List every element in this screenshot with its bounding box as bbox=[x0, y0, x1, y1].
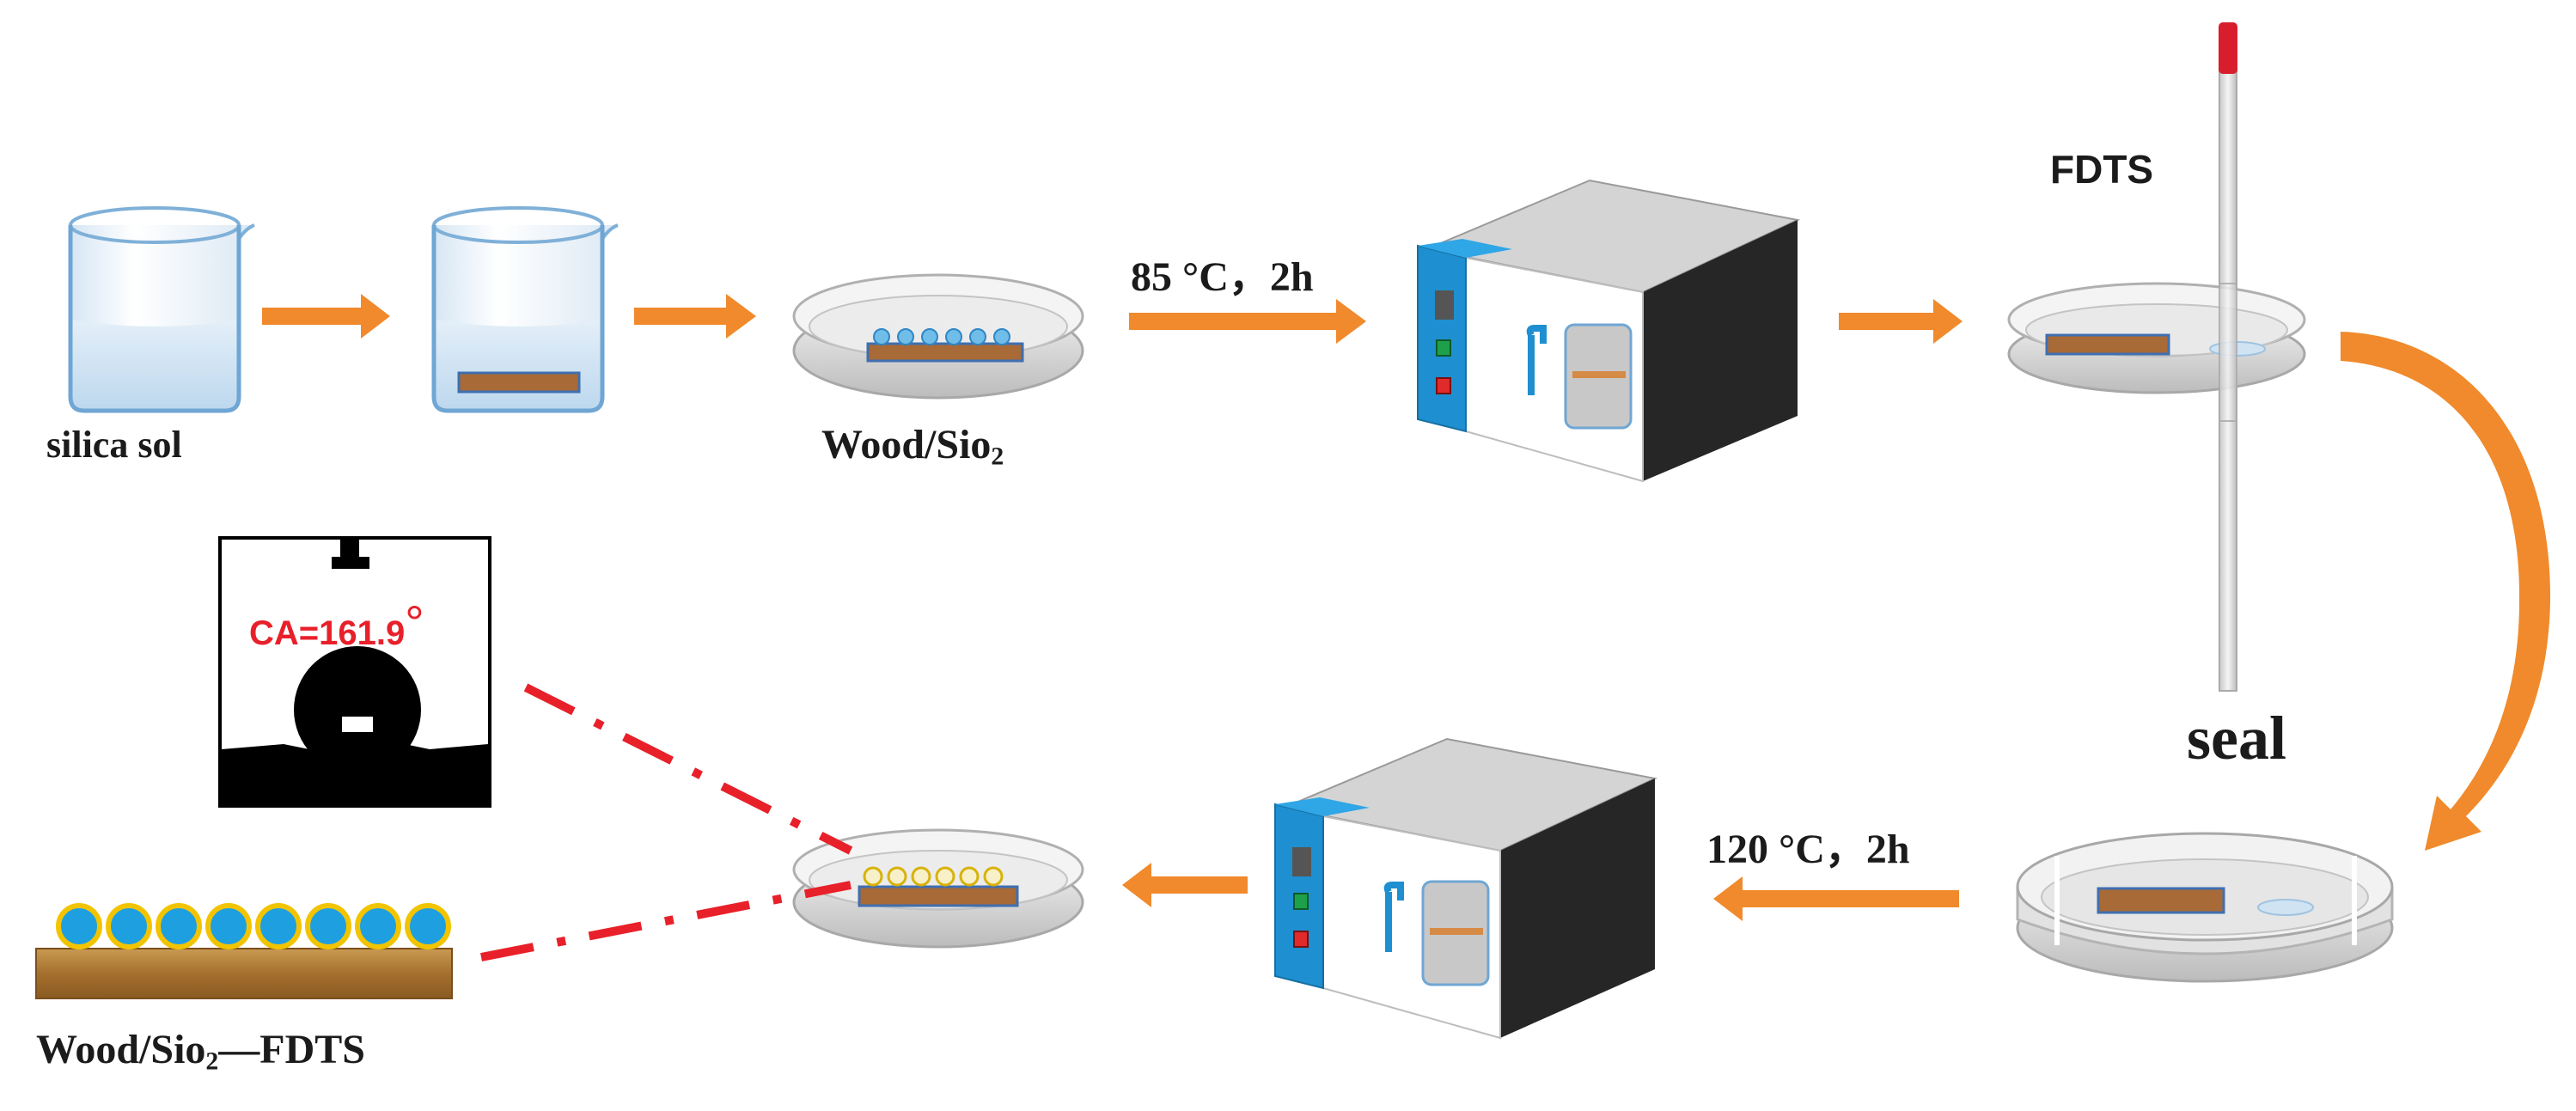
arrow-right-icon bbox=[1129, 299, 1366, 344]
label-contact-angle: CA=161.9° bbox=[249, 595, 424, 653]
petri-dish-icon bbox=[2016, 832, 2394, 983]
label-step-85c: 85 °C，2h bbox=[1131, 254, 1314, 300]
label-wood-sio2-fdts-subscript: 2 bbox=[205, 1047, 219, 1076]
wood-sample bbox=[457, 371, 581, 394]
label-wood-sio2-fdts: Wood/Sio2—FDTS bbox=[36, 1026, 365, 1076]
arrow-left-icon bbox=[1122, 863, 1248, 907]
label-wood-sio2-main: Wood/Sio bbox=[821, 422, 992, 467]
wood-sample bbox=[2097, 887, 2225, 914]
curved-arrow-icon bbox=[2341, 332, 2551, 851]
droplet-photo-icon bbox=[218, 536, 491, 808]
label-wood-sio2: Wood/Sio2 bbox=[821, 421, 1004, 471]
arrow-right-icon bbox=[262, 294, 390, 339]
petri-dish-icon bbox=[792, 273, 1084, 400]
label-wood-sio2-subscript: 2 bbox=[991, 442, 1004, 471]
coated-wood-icon bbox=[35, 903, 453, 999]
coated-particles bbox=[863, 866, 1004, 887]
wood-sample bbox=[866, 342, 1024, 363]
petri-dish-icon bbox=[792, 828, 1084, 949]
wood-sample bbox=[858, 885, 1019, 907]
oven-icon bbox=[1417, 179, 1801, 483]
arrow-right-icon bbox=[634, 294, 756, 339]
leader-lines bbox=[480, 683, 853, 961]
arrow-left-icon bbox=[1713, 876, 1959, 921]
process-arrows bbox=[262, 294, 2551, 921]
label-wood-sio2-fdts-suffix: —FDTS bbox=[218, 1027, 365, 1072]
label-step-120c: 120 °C，2h bbox=[1706, 827, 1910, 872]
label-silica-sol: silica sol bbox=[46, 424, 182, 466]
wood-sample bbox=[2045, 333, 2170, 356]
label-contact-angle-value: CA=161.9 bbox=[249, 614, 406, 652]
beaker-icon bbox=[68, 206, 255, 413]
label-contact-angle-unit: ° bbox=[405, 595, 424, 650]
label-fdts: FDTS bbox=[2050, 147, 2154, 192]
petri-dish-icon bbox=[2007, 282, 2306, 422]
arrow-right-icon bbox=[1839, 299, 1963, 344]
beaker-icon bbox=[431, 206, 619, 413]
silica-particles bbox=[873, 328, 1010, 345]
label-wood-sio2-fdts-main: Wood/Sio bbox=[36, 1027, 206, 1072]
oven-icon bbox=[1274, 737, 1658, 1040]
label-seal: seal bbox=[2187, 704, 2286, 772]
